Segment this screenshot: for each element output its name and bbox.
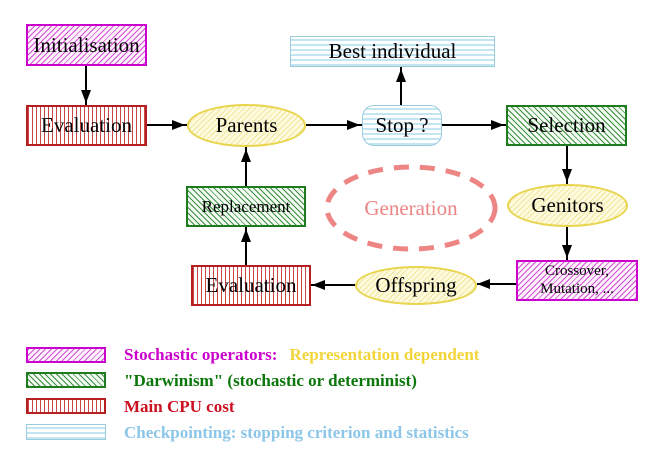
- node-offspring: Offspring: [355, 266, 477, 305]
- legend-swatch-darwinism: [26, 372, 106, 388]
- legend-swatch-checkpointing: [26, 424, 106, 440]
- node-replacement-label: Replacement: [201, 196, 291, 216]
- node-crossover-mutation: Crossover, Mutation, ...: [516, 260, 638, 301]
- node-genitors: Genitors: [507, 184, 628, 227]
- generation-cycle-ellipse: Generation: [322, 162, 500, 255]
- legend-item-stochastic-operators: Stochastic operators: Representation depe…: [124, 345, 479, 365]
- legend-swatch-main-cpu-cost: [26, 398, 106, 414]
- node-genitors-label: Genitors: [531, 193, 604, 217]
- legend-label-stochastic-operators: Stochastic operators:: [124, 345, 278, 364]
- node-best-individual-label: Best individual: [328, 39, 457, 63]
- node-stop: Stop ?: [362, 105, 442, 146]
- node-evaluation-bottom-label: Evaluation: [205, 273, 297, 297]
- generation-label: Generation: [364, 196, 458, 220]
- legend-label-main-cpu-cost: Main CPU cost: [124, 397, 235, 416]
- node-selection: Selection: [506, 105, 627, 146]
- node-parents-label: Parents: [215, 113, 278, 137]
- node-parents: Parents: [187, 104, 306, 147]
- node-crossover-label-line2: Mutation, ...: [540, 280, 614, 297]
- node-evaluation-bottom: Evaluation: [191, 265, 311, 306]
- node-best-individual: Best individual: [290, 36, 495, 67]
- node-crossover-label-line1: Crossover,: [545, 263, 609, 280]
- legend-swatch-stochastic-operators: [26, 347, 106, 363]
- node-evaluation-top-label: Evaluation: [41, 113, 132, 137]
- node-initialisation: Initialisation: [26, 24, 147, 66]
- dashed-ellipse-icon: [324, 164, 498, 252]
- node-stop-label: Stop ?: [375, 113, 429, 137]
- legend-label-representation-dependent: Representation dependent: [289, 345, 480, 364]
- legend-label-darwinism: "Darwinism" (stochastic or determinist): [124, 371, 417, 390]
- node-replacement: Replacement: [186, 186, 306, 227]
- node-selection-label: Selection: [527, 113, 606, 137]
- node-offspring-label: Offspring: [375, 273, 457, 297]
- legend-label-checkpointing: Checkpointing: stopping criterion and st…: [124, 423, 469, 442]
- node-evaluation-top: Evaluation: [26, 105, 147, 146]
- node-initialisation-label: Initialisation: [33, 32, 140, 57]
